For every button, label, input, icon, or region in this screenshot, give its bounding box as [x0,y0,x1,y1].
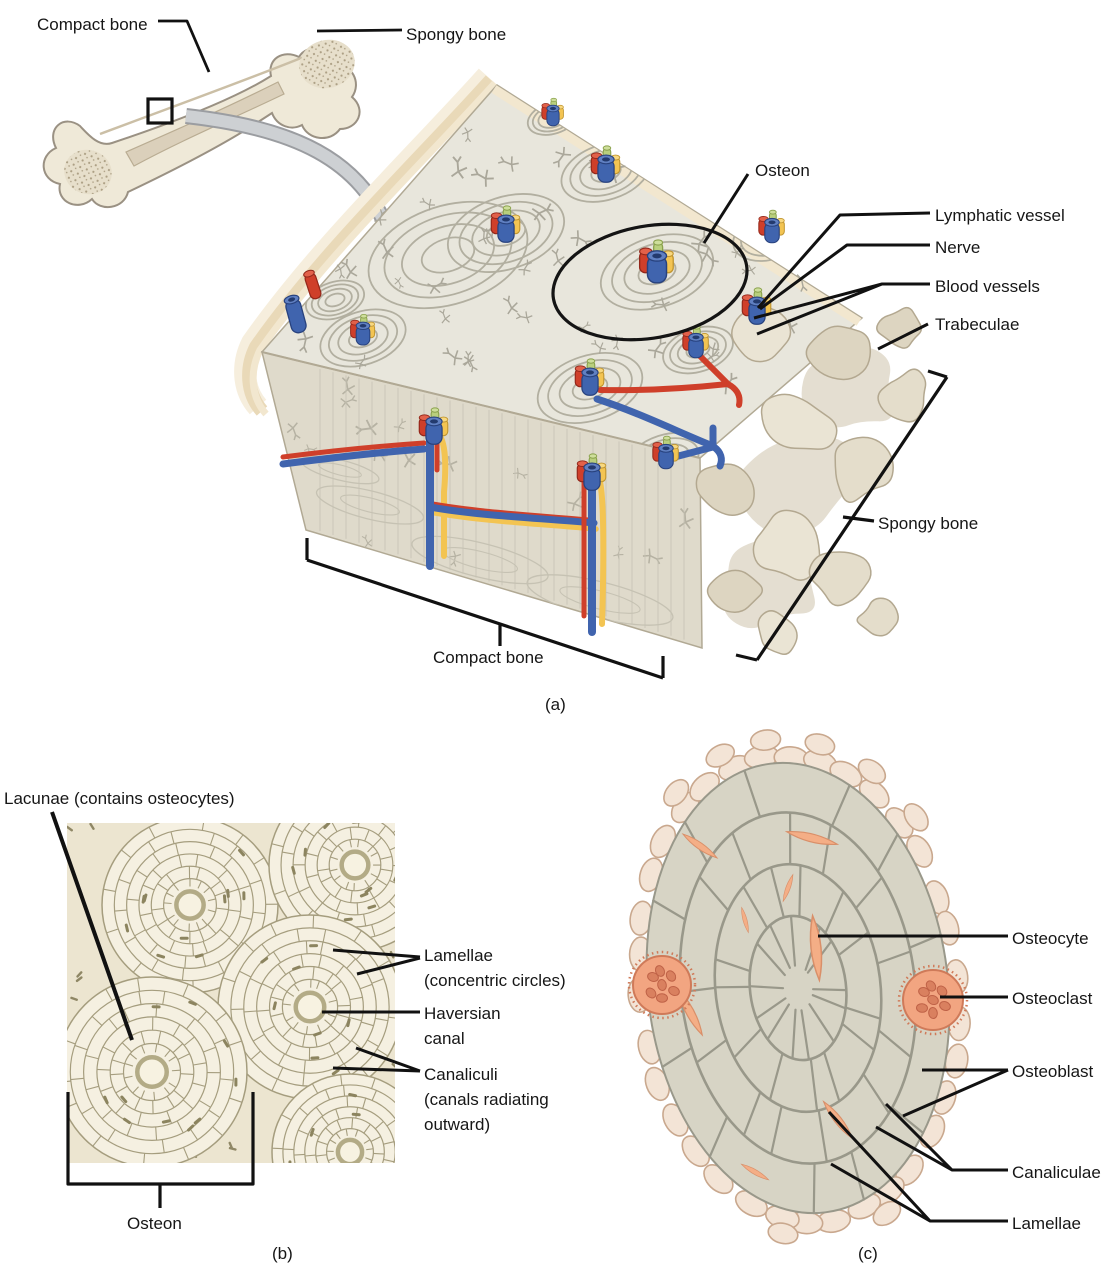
label-lymphatic-vessel: Lymphatic vessel [935,206,1065,225]
caption-c: (c) [858,1244,878,1263]
label-lamellae-b: Lamellae (concentric circles) [424,946,566,990]
label-compact-bone-inset: Compact bone [37,15,148,34]
label-osteocyte: Osteocyte [1012,929,1089,948]
edge-vessels [283,269,322,334]
vessels-into-spongy [710,381,743,470]
label-spongy-bone-inset: Spongy bone [406,25,507,44]
panel-c-osteon-crosssection [627,729,971,1245]
label-blood-vessels: Blood vessels [935,277,1040,296]
spongy-texture-left-head [64,149,112,195]
zoom-region-square [146,97,174,125]
osteon-highlight-ellipse [551,222,749,342]
label-osteoclast: Osteoclast [1012,989,1093,1008]
label-osteoblast: Osteoblast [1012,1062,1094,1081]
panel-b-micrograph [67,823,395,1163]
front-face-striations [319,369,685,640]
label-nerve: Nerve [935,238,981,257]
label-lacunae: Lacunae (contains osteocytes) [4,789,235,808]
label-haversian-canal: Haversian canal [424,1004,501,1048]
spongy-texture-right-head [299,39,355,89]
trabeculae-art [695,306,927,656]
label-trabeculae: Trabeculae [935,315,1020,334]
label-compact-bone: Compact bone [433,648,544,667]
label-lamellae-c: Lamellae [1012,1214,1081,1233]
label-canaliculi: Canaliculi (canals radiating outward) [424,1065,549,1134]
label-osteon-b: Osteon [127,1214,182,1233]
leader-lines [50,19,1009,1223]
caption-a: (a) [545,695,566,714]
caption-b: (b) [272,1244,293,1263]
label-spongy-bone: Spongy bone [878,514,979,533]
periosteum-layers [234,68,498,417]
label-canaliculae: Canaliculae [1012,1163,1101,1182]
label-osteon: Osteon [755,161,810,180]
